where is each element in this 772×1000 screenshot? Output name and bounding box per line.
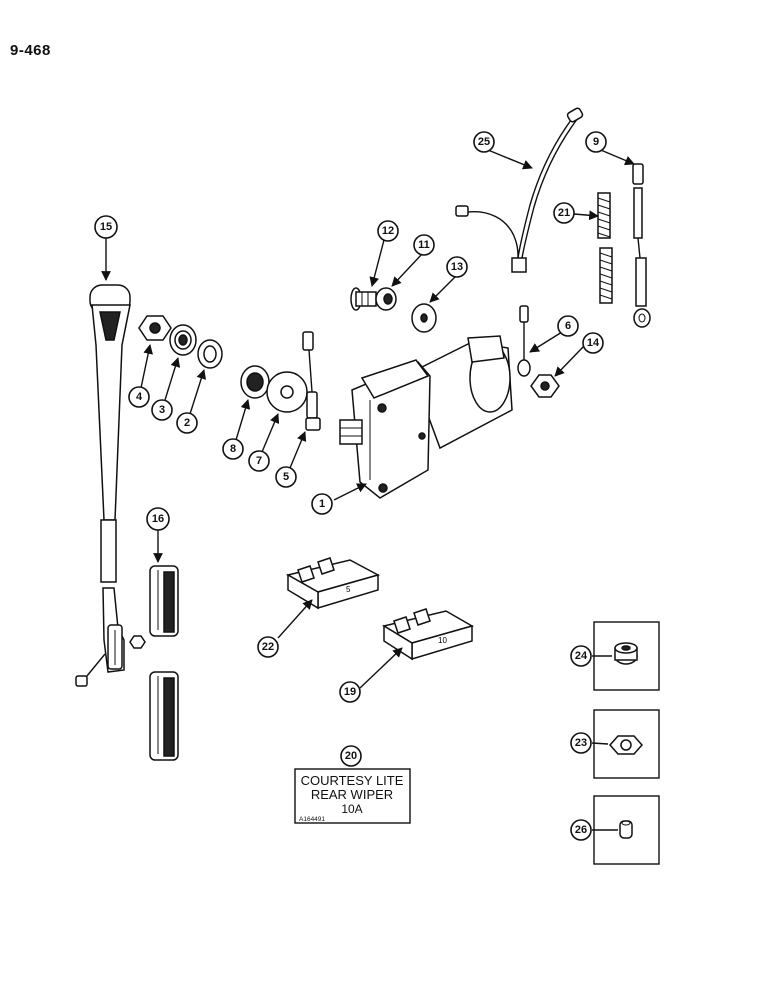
callout-2: 2 — [176, 412, 198, 434]
callout-12: 12 — [377, 220, 399, 242]
svg-text:11: 11 — [418, 239, 430, 251]
fuse-part-22: 5 — [285, 557, 380, 610]
callout-5: 5 — [275, 466, 297, 488]
svg-text:23: 23 — [575, 737, 587, 749]
seal-part-3 — [169, 324, 197, 356]
svg-text:15: 15 — [100, 221, 112, 233]
washer-part-2 — [197, 339, 223, 369]
decal-line-3: 10A — [341, 802, 362, 816]
callout-23: 23 — [570, 732, 592, 754]
svg-text:19: 19 — [344, 686, 356, 698]
wiring-harness-part-25 — [455, 107, 584, 273]
callout-6: 6 — [557, 315, 579, 337]
fuse-19-rating: 10 — [438, 636, 447, 645]
svg-text:13: 13 — [451, 261, 463, 273]
svg-text:3: 3 — [159, 404, 165, 416]
grommet-part-11 — [375, 287, 397, 311]
svg-text:5: 5 — [283, 471, 289, 483]
callout-21: 21 — [553, 202, 575, 224]
svg-text:24: 24 — [575, 650, 588, 662]
fuse-part-19: 10 — [382, 608, 474, 661]
svg-text:22: 22 — [262, 641, 274, 653]
spring-part-21 — [597, 192, 613, 304]
callout-11: 11 — [413, 234, 435, 256]
callout-24: 24 — [570, 645, 592, 667]
svg-text:8: 8 — [230, 443, 236, 455]
callout-15: 15 — [94, 215, 118, 239]
decal-line-1: COURTESY LITE — [301, 773, 404, 788]
svg-text:25: 25 — [478, 136, 490, 148]
svg-text:12: 12 — [382, 225, 394, 237]
decal-part-20: COURTESY LITE REAR WIPER 10A A164491 — [294, 768, 411, 824]
callout-16: 16 — [146, 507, 170, 531]
nut-part-4 — [138, 315, 172, 341]
callout-20: 20 — [340, 745, 362, 767]
svg-text:7: 7 — [256, 455, 262, 467]
callout-13: 13 — [446, 256, 468, 278]
screw-part-12 — [350, 287, 377, 311]
cable-assembly-part-9 — [632, 163, 651, 328]
callout-19: 19 — [339, 681, 361, 703]
callout-26: 26 — [570, 819, 592, 841]
svg-text:2: 2 — [184, 417, 190, 429]
bushing-part-8 — [240, 365, 270, 399]
washer-part-13 — [411, 303, 437, 333]
connector-lead-part-5 — [302, 331, 321, 431]
washer-part-7 — [266, 371, 308, 413]
page-number: 9-468 — [10, 42, 51, 59]
nut-part-14 — [530, 374, 560, 398]
decal-line-2: REAR WIPER — [311, 787, 393, 802]
callout-8: 8 — [222, 438, 244, 460]
callout-4: 4 — [128, 386, 150, 408]
wiper-blade — [149, 565, 179, 761]
svg-text:26: 26 — [575, 824, 587, 836]
callout-1: 1 — [311, 493, 333, 515]
callout-14: 14 — [582, 332, 604, 354]
callout-3: 3 — [151, 399, 173, 421]
svg-text:20: 20 — [345, 750, 357, 762]
callout-9: 9 — [585, 131, 607, 153]
svg-text:16: 16 — [152, 513, 164, 525]
svg-text:4: 4 — [136, 391, 143, 403]
callout-25: 25 — [473, 131, 495, 153]
wiper-motor — [339, 335, 513, 499]
svg-text:6: 6 — [565, 320, 571, 332]
svg-text:1: 1 — [319, 498, 325, 510]
svg-text:21: 21 — [558, 207, 570, 219]
callout-22: 22 — [257, 636, 279, 658]
svg-text:14: 14 — [587, 337, 600, 349]
leader-lines — [101, 147, 635, 831]
part-box-24 — [593, 621, 660, 691]
ground-lead-part-6 — [517, 305, 531, 377]
callout-7: 7 — [248, 450, 270, 472]
decal-code: A164491 — [299, 816, 325, 823]
fuse-22-rating: 5 — [346, 585, 351, 594]
wiper-arm — [75, 284, 146, 687]
svg-text:9: 9 — [593, 136, 599, 148]
